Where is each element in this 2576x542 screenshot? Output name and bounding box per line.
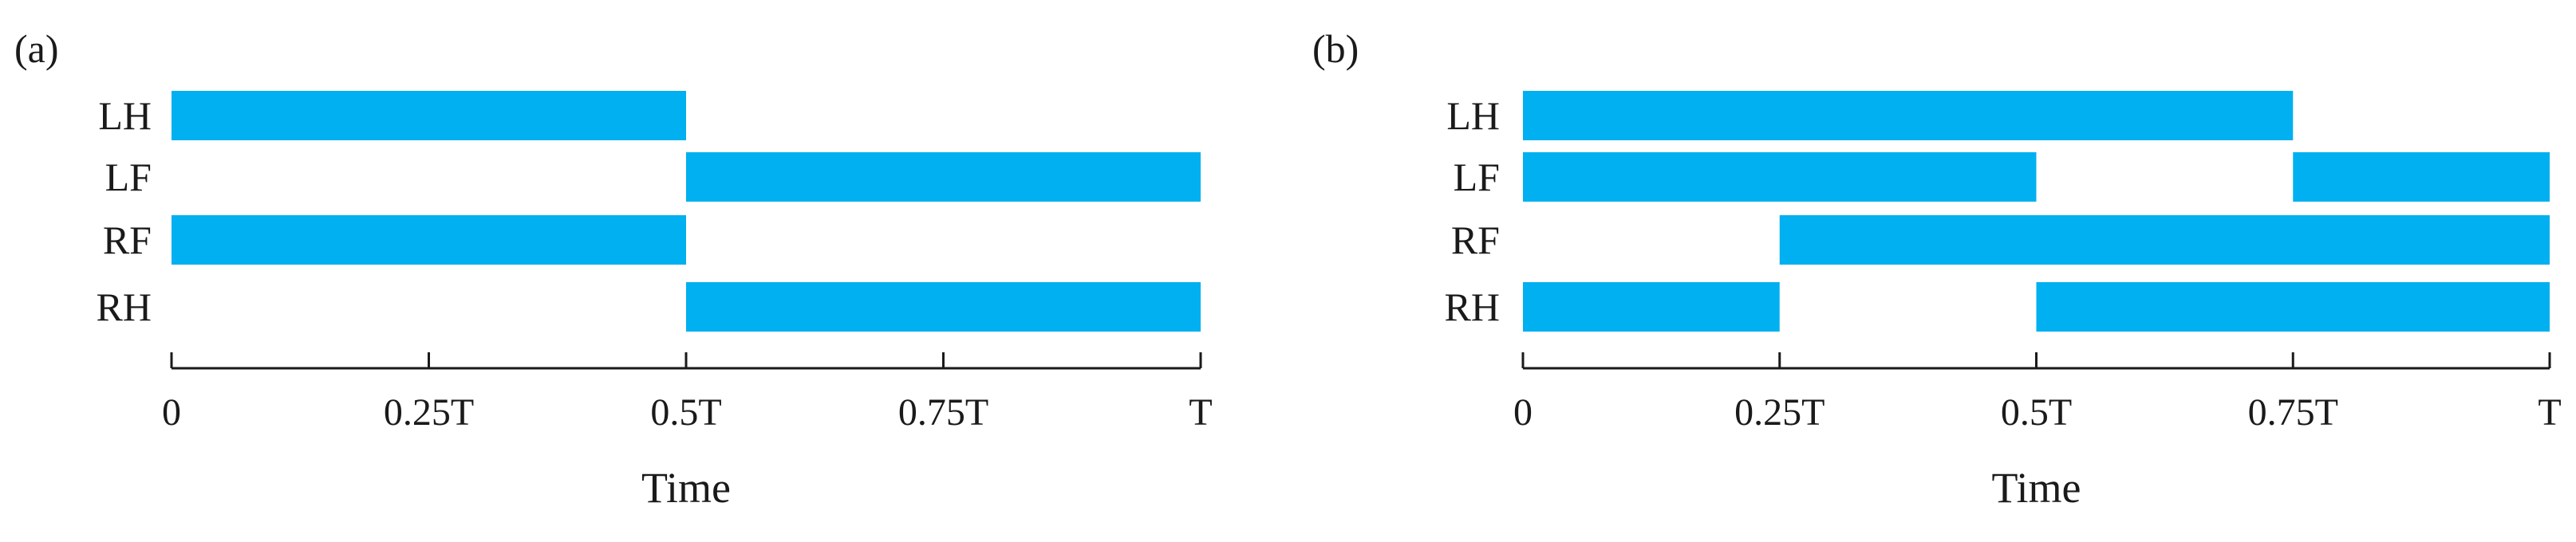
stance-bar-lh-1 bbox=[1523, 91, 2294, 140]
row-label-rf: RF bbox=[103, 218, 152, 262]
row-label-rh: RH bbox=[97, 285, 152, 329]
x-axis-title: Time bbox=[1991, 464, 2081, 512]
stance-bar-rf-1 bbox=[1779, 215, 2550, 265]
x-tick-label: 0.25T bbox=[1734, 391, 1825, 434]
x-tick-label: 0.75T bbox=[898, 391, 988, 434]
x-tick-label: 0 bbox=[162, 391, 181, 434]
x-tick-label: 0 bbox=[1513, 391, 1533, 434]
row-label-rf: RF bbox=[1451, 218, 1500, 262]
row-label-lf: LF bbox=[105, 155, 152, 199]
stance-bar-lf-1 bbox=[686, 152, 1201, 202]
x-tick-label: T bbox=[1189, 391, 1212, 434]
x-tick-label: 0.5T bbox=[2001, 391, 2072, 434]
panel-label: (b) bbox=[1312, 26, 1359, 71]
stance-bar-lf-1 bbox=[1523, 152, 2037, 202]
stance-bar-lf-2 bbox=[2293, 152, 2550, 202]
panel-a: (a) LH LF RF RH 0 0.25T 0.5T 0.75T T Time bbox=[14, 26, 1213, 512]
stance-bar-lh-1 bbox=[172, 91, 686, 140]
x-tick-label: T bbox=[2538, 391, 2561, 434]
stance-bar-rh-1 bbox=[1523, 282, 1780, 332]
row-label-lf: LF bbox=[1454, 155, 1500, 199]
row-label-lh: LH bbox=[1446, 93, 1500, 138]
panel-label: (a) bbox=[14, 26, 59, 71]
row-label-rh: RH bbox=[1445, 285, 1500, 329]
x-tick-label: 0.75T bbox=[2248, 391, 2338, 434]
stance-bar-rh-1 bbox=[686, 282, 1201, 332]
panel-b: (b) LH LF RF RH 0 0.25T 0.5T 0.75T T Time bbox=[1312, 26, 2562, 512]
x-axis-title: Time bbox=[641, 464, 731, 512]
row-label-lh: LH bbox=[98, 93, 152, 138]
x-tick-label: 0.5T bbox=[650, 391, 721, 434]
stance-bar-rf-1 bbox=[172, 215, 686, 265]
x-tick-label: 0.25T bbox=[384, 391, 474, 434]
stance-bar-rh-2 bbox=[2036, 282, 2550, 332]
